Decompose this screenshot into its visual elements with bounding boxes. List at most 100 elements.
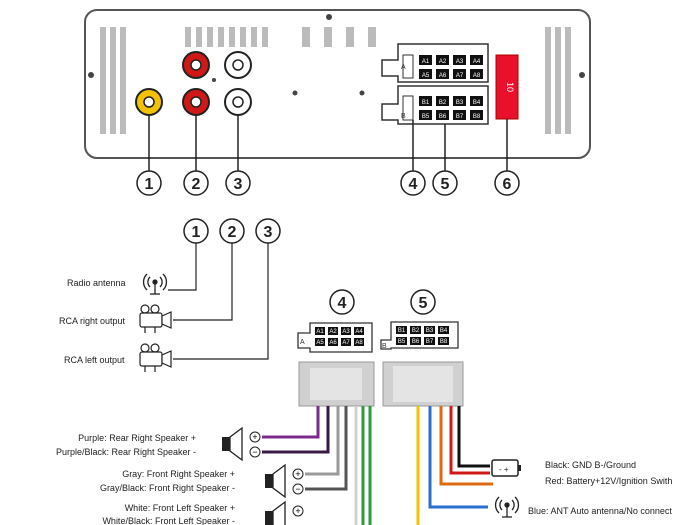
wire-gray-label: Gray: Front Right Speaker + [122,469,235,479]
pin-label-b8: B8 [440,339,448,345]
camera-left-icon [139,343,172,372]
svg-text:5: 5 [419,295,428,312]
panel-connector-b-letter: B [401,113,406,120]
vent-right [545,27,571,134]
pin-label-b2: B2 [412,328,420,334]
rca-left-output-label: RCA left output [64,355,125,365]
wire-black-label: Black: GND B-/Ground [545,460,636,470]
screw-top [326,14,332,20]
svg-text:+: + [252,432,257,442]
screw-left [88,72,94,78]
pin-b8 [470,110,483,120]
pin-b3 [453,96,466,106]
speaker-front-right-icon [265,463,286,499]
svg-text:5: 5 [441,176,450,193]
pin-label-b1: B1 [398,328,406,334]
svg-text:+: + [295,469,300,479]
pin-label-a6: A6 [329,340,337,346]
wires-plug-a [262,406,372,525]
wire-purple-black-label: Purple/Black: Rear Right Speaker - [56,447,196,457]
pin-label-a8: A8 [355,340,363,346]
battery-icon: - + [491,459,521,477]
pin-a4 [354,327,364,335]
svg-text:3: 3 [234,176,243,193]
pin-label-b5: B5 [422,114,430,120]
pin-label-a1: A1 [422,59,430,65]
fuse: 10 [495,54,519,120]
pin-b3 [424,326,435,334]
fuse-label: 10 [505,82,515,92]
pin-label-a2: A2 [439,59,447,65]
pin-a3 [453,55,466,65]
pin-b7 [424,337,435,345]
callout-5-top: 5 [432,170,458,196]
pin-label-b2: B2 [439,100,447,106]
pin-a4 [470,55,483,65]
pin-b7 [453,110,466,120]
pin-label-b1: B1 [422,100,430,106]
connector-b-letter: B [382,343,387,350]
rca-left-top-jack [224,51,252,79]
rca-antenna-jack [135,88,163,116]
svg-text:6: 6 [503,176,512,193]
screw-right [579,72,585,78]
pin-label-b3: B3 [426,328,434,334]
vent-left [100,27,126,134]
pin-label-b6: B6 [412,339,420,345]
pin-label-a4: A4 [355,329,363,335]
wire-white-black-label: White/Black: Front Left Speaker - [102,516,235,525]
harness-plug-a [298,361,375,407]
pin-a7 [341,338,351,346]
callout-5-lower: 5 [410,289,436,315]
pin-label-a3: A3 [456,59,464,65]
pin-b6 [410,337,421,345]
pin-label-a3: A3 [342,329,350,335]
wire-gray-black-label: Gray/Black: Front Right Speaker - [100,483,235,493]
rca-right-bottom-jack [182,88,210,116]
svg-text:1: 1 [192,224,201,241]
svg-text:+: + [295,506,300,516]
vent-top-middle [302,27,376,47]
pin-a8 [354,338,364,346]
pin-a6 [436,69,449,79]
callout-2-lower: 2 [219,218,245,244]
screw-mid-1 [292,90,298,96]
pin-label-a4: A4 [473,59,481,65]
panel-connector-a-letter: A [401,64,406,71]
pin-label-a2: A2 [329,329,337,335]
pin-b1 [396,326,407,334]
callout-3-top: 3 [225,170,251,196]
screw-mid-2 [359,90,365,96]
callout-1-top: 1 [136,170,162,196]
screw-small [212,78,216,82]
svg-text:4: 4 [338,295,347,312]
callout-3-lower: 3 [255,218,281,244]
pin-a1 [315,327,325,335]
wire-red-label: Red: Battery+12V/Ignition Swith [545,476,672,486]
callout-1-lower: 1 [183,218,209,244]
pin-b6 [436,110,449,120]
pin-label-a8: A8 [473,73,481,79]
svg-text:2: 2 [192,176,201,193]
pin-label-b4: B4 [440,328,448,334]
pin-label-b5: B5 [398,339,406,345]
input-leader-lines [168,243,269,360]
svg-text:−: − [295,484,300,494]
pin-b1 [419,96,432,106]
rca-right-top-jack [182,51,210,79]
callout-2-top: 2 [183,170,209,196]
pin-a7 [453,69,466,79]
camera-right-icon [139,304,172,333]
pin-label-b8: B8 [473,114,481,120]
svg-text:−: − [252,447,257,457]
harness-plug-b [382,361,464,407]
pin-label-a5: A5 [422,73,430,79]
wire-white-label: White: Front Left Speaker + [125,503,235,513]
pin-a2 [436,55,449,65]
pin-b4 [470,96,483,106]
wire-blue-label: Blue: ANT Auto antenna/No connect [528,506,672,516]
pin-label-b7: B7 [426,339,434,345]
